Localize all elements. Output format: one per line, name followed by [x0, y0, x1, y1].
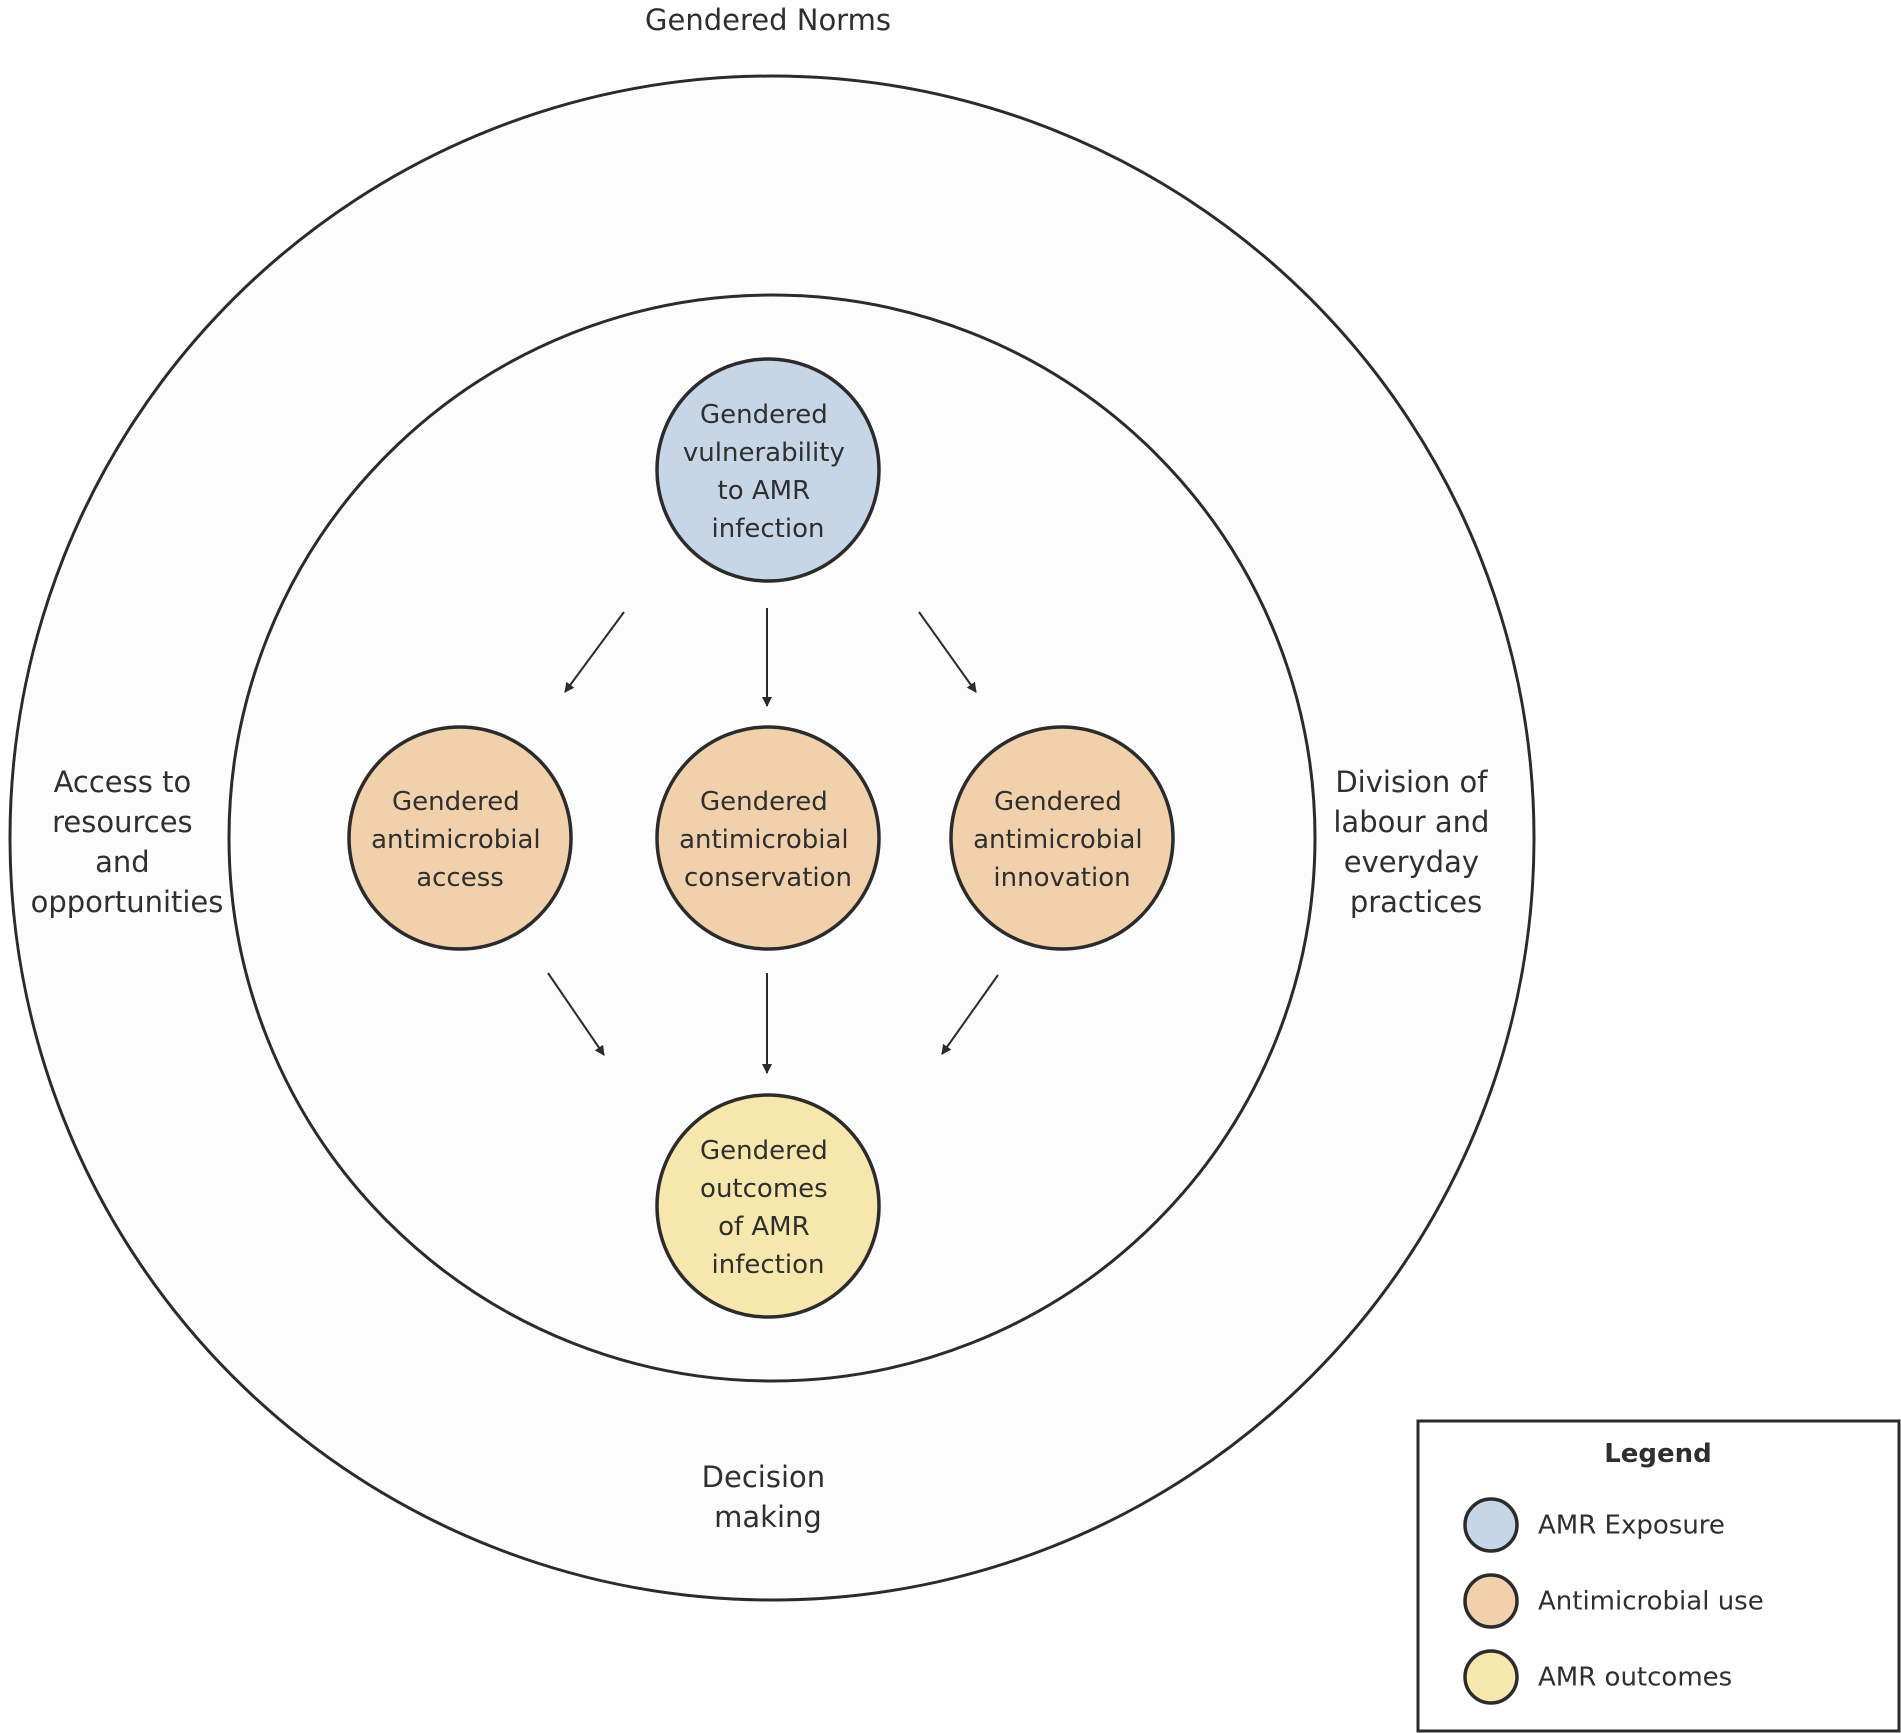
right-ring-label-line: labour and — [1333, 805, 1489, 839]
node-conservation-label: Gendered antimicrobial conservation — [679, 787, 857, 893]
right-ring-label-line: everyday — [1344, 845, 1479, 879]
node-label-line: antimicrobial — [679, 825, 849, 855]
legend-swatch-outcomes — [1463, 1649, 1519, 1705]
node-vulnerability-label: Gendered vulnerability to AMR infection — [683, 400, 853, 544]
right-ring-label: Division of labour and everyday practice… — [1333, 765, 1498, 919]
outer-ring-title: Gendered Norms — [645, 3, 891, 37]
node-label-line: innovation — [993, 863, 1130, 893]
node-label-line: outcomes — [700, 1174, 828, 1204]
node-access-label: Gendered antimicrobial access — [371, 787, 549, 893]
left-ring-label: Access to resources and opportunities — [31, 765, 224, 919]
arrow-vulnerability-to-innovation — [918, 611, 977, 693]
node-access: Gendered antimicrobial access — [347, 725, 573, 951]
arrow-access-to-outcomes — [547, 972, 605, 1056]
node-label-line: conservation — [684, 863, 852, 893]
legend-label-outcomes: AMR outcomes — [1538, 1663, 1732, 1693]
legend-swatch-exposure — [1463, 1497, 1519, 1553]
legend-swatch-use — [1463, 1573, 1519, 1629]
right-ring-label-line: practices — [1350, 885, 1482, 919]
node-label-line: infection — [712, 514, 825, 544]
node-vulnerability-circle — [655, 357, 881, 583]
arrow-vulnerability-to-access — [564, 611, 625, 693]
node-access-circle — [347, 725, 573, 951]
node-vulnerability: Gendered vulnerability to AMR infection — [655, 357, 881, 583]
node-outcomes-circle — [655, 1093, 881, 1319]
legend-label-use: Antimicrobial use — [1538, 1587, 1764, 1617]
bottom-ring-label-line: Decision — [702, 1460, 825, 1494]
node-label-line: to AMR — [718, 476, 811, 506]
node-label-line: vulnerability — [683, 438, 845, 468]
right-ring-label-line: Division of — [1335, 765, 1488, 799]
node-innovation-circle — [949, 725, 1175, 951]
bottom-ring-label: Decision making — [702, 1460, 835, 1534]
node-innovation: Gendered antimicrobial innovation — [949, 725, 1175, 951]
node-label-line: Gendered — [700, 1136, 828, 1166]
left-ring-label-line: Access to — [54, 765, 192, 799]
left-ring-label-line: opportunities — [31, 885, 224, 919]
node-label-line: of AMR — [718, 1212, 810, 1242]
legend-label-exposure: AMR Exposure — [1538, 1511, 1725, 1541]
node-label-line: antimicrobial — [371, 825, 541, 855]
node-label-line: access — [416, 863, 504, 893]
legend-title: Legend — [1604, 1439, 1712, 1469]
node-conservation: Gendered antimicrobial conservation — [655, 725, 881, 951]
left-ring-label-line: and — [95, 845, 150, 879]
node-conservation-circle — [655, 725, 881, 951]
legend: Legend AMR Exposure Antimicrobial use AM… — [1416, 1419, 1901, 1733]
node-label-line: Gendered — [994, 787, 1122, 817]
node-label-line: Gendered — [700, 787, 828, 817]
node-label-line: infection — [712, 1250, 825, 1280]
bottom-ring-label-line: making — [714, 1500, 822, 1534]
node-label-line: antimicrobial — [973, 825, 1143, 855]
left-ring-label-line: resources — [52, 805, 193, 839]
node-outcomes-label: Gendered outcomes of AMR infection — [700, 1136, 836, 1280]
node-label-line: Gendered — [700, 400, 828, 430]
node-label-line: Gendered — [392, 787, 520, 817]
node-innovation-label: Gendered antimicrobial innovation — [973, 787, 1151, 893]
arrow-innovation-to-outcomes — [941, 974, 999, 1055]
node-outcomes: Gendered outcomes of AMR infection — [655, 1093, 881, 1319]
